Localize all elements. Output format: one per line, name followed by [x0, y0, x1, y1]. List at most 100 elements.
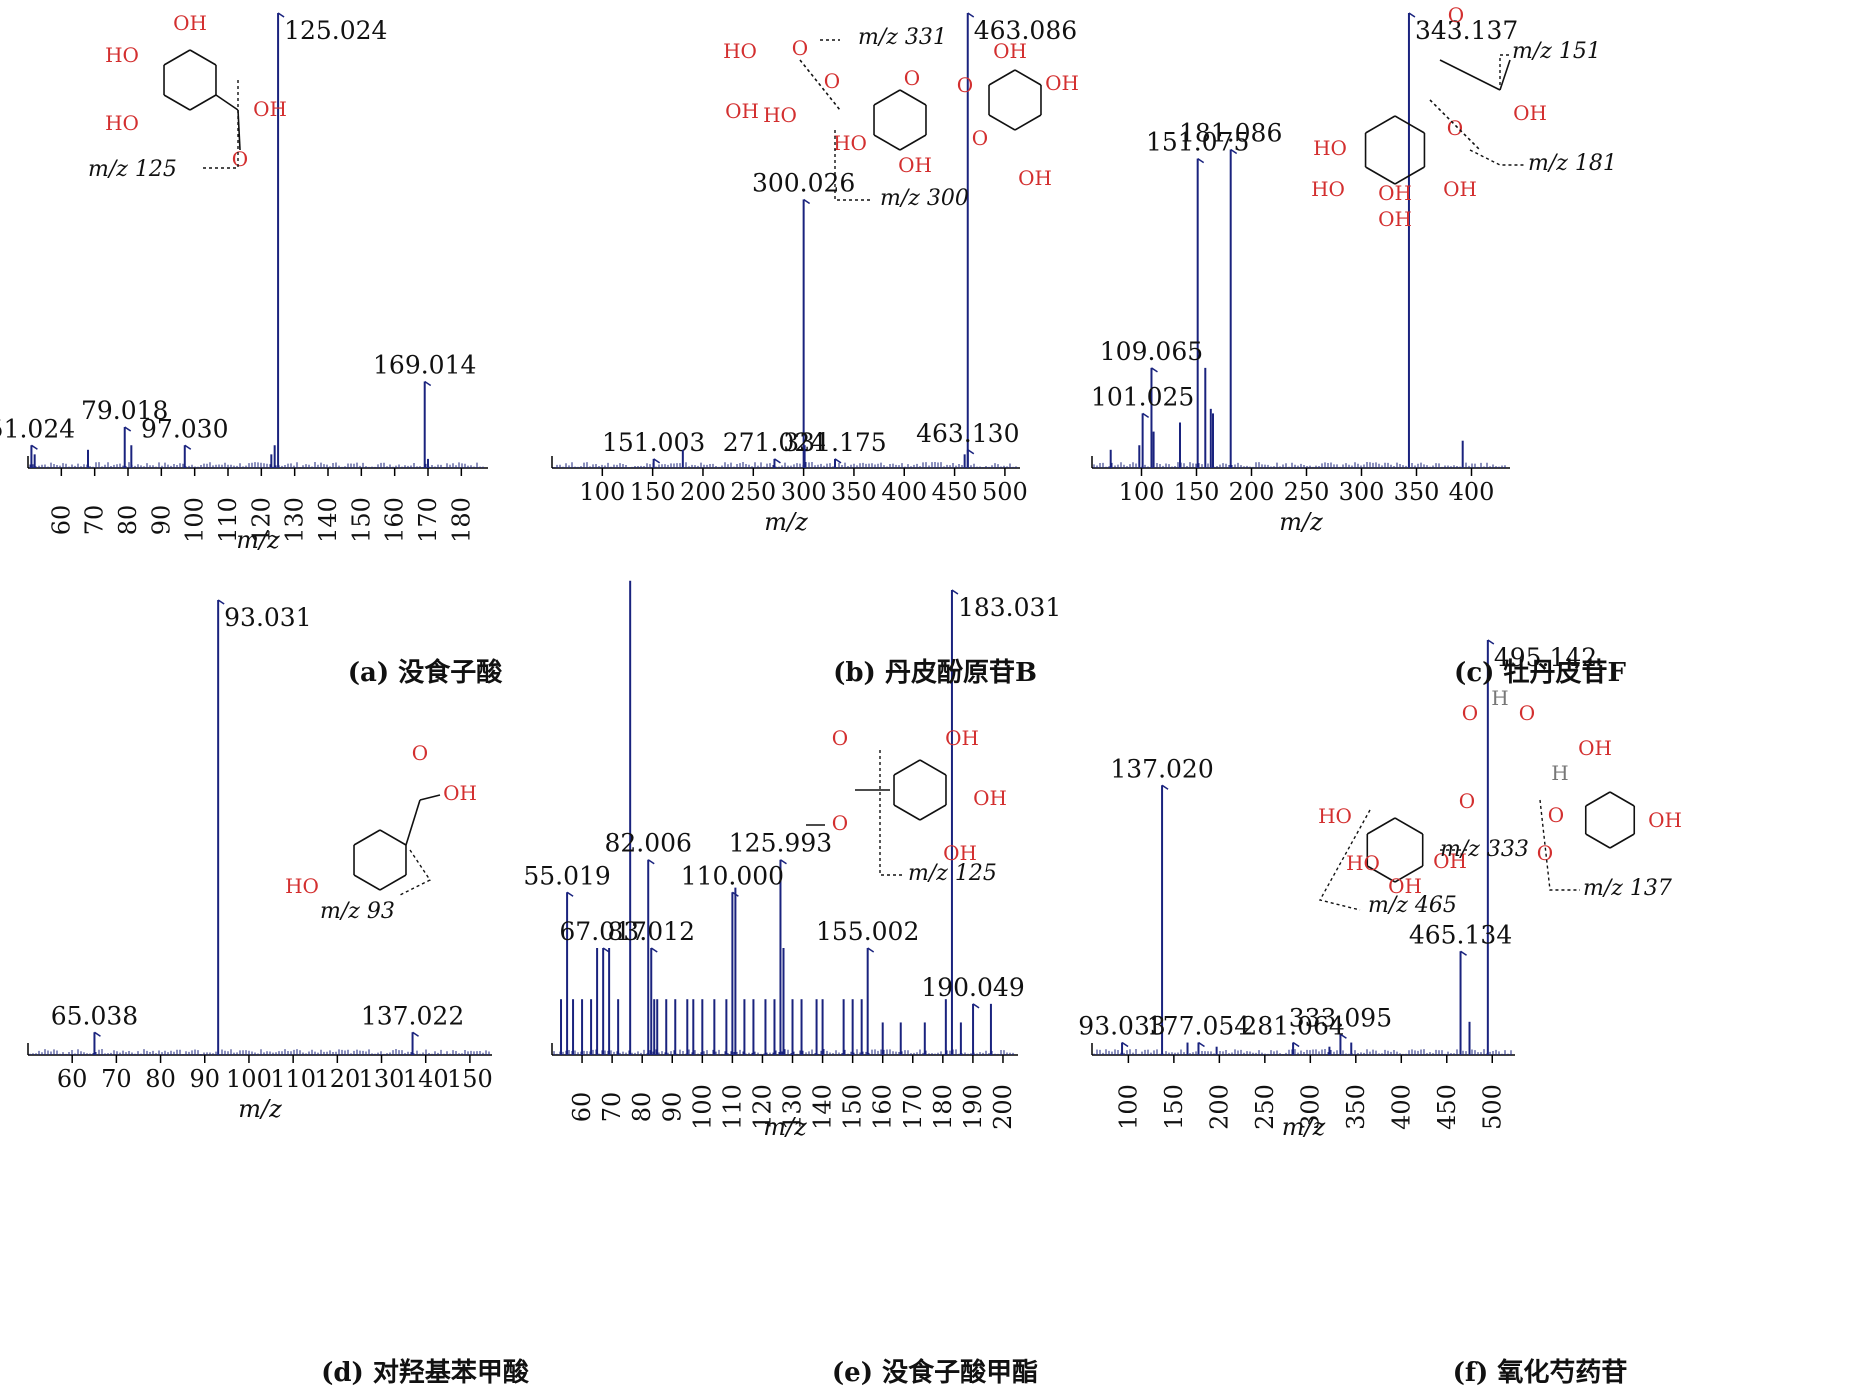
x-tick-label: 150: [839, 1084, 867, 1130]
peak-label: 465.134: [1409, 920, 1512, 949]
chem-bond: [988, 69, 1016, 86]
chem-bond: [1366, 865, 1396, 883]
peak-label: 300.026: [752, 169, 855, 198]
o-label: O: [1462, 701, 1478, 725]
x-tick-label: 140: [314, 497, 342, 543]
peak-label: 151.075: [1146, 128, 1249, 157]
x-tick-label: 400: [881, 478, 927, 506]
x-tick-label: 130: [281, 497, 309, 543]
x-tick-label: 150: [1160, 1084, 1188, 1130]
peak-label: 83.012: [608, 917, 695, 946]
peak-label: 151.003: [602, 428, 705, 457]
caption-f: (f) 氧化芍药苷: [1260, 1352, 1820, 1389]
peak-label: 463.086: [974, 16, 1077, 45]
x-axis-label: m/z: [1282, 1113, 1326, 1141]
ho-label: HO: [285, 874, 319, 898]
x-tick-label: 350: [1342, 1084, 1370, 1130]
chem-bond: [1014, 69, 1042, 86]
caption-c: (c) 牡丹皮苷F: [1260, 652, 1820, 689]
o-label: O: [832, 726, 848, 750]
o-label: O: [792, 36, 808, 60]
chem-bond: [899, 89, 927, 106]
peak-top-tick: [967, 449, 975, 455]
chem-bond: [873, 89, 901, 106]
caption-a-title: 没食子酸: [398, 658, 503, 688]
caption-c-title: 牡丹皮苷F: [1503, 658, 1626, 688]
x-tick-label: 200: [989, 1084, 1017, 1130]
x-tick-label: 110: [214, 497, 242, 543]
peak-top-tick: [650, 947, 658, 953]
chem-bond: [799, 59, 841, 111]
chem-bond: [893, 759, 921, 776]
chem-bond: [988, 114, 1016, 131]
fragment-arrow: [1318, 809, 1371, 911]
chem-bond: [189, 49, 217, 66]
ho-label: HO: [1318, 804, 1352, 828]
chem-bond: [1014, 114, 1042, 131]
chem-bond: [1394, 865, 1424, 883]
caption-f-label: (f): [1452, 1358, 1489, 1388]
x-tick-label: 70: [598, 1092, 626, 1123]
x-tick-label: 200: [1205, 1084, 1233, 1130]
x-axis-label: m/z: [238, 1095, 282, 1123]
x-tick-label: 120: [314, 1065, 360, 1093]
x-tick-label: 190: [959, 1084, 987, 1130]
peak-label: 183.031: [958, 593, 1061, 622]
peak-top-tick: [1198, 1041, 1205, 1048]
x-tick-label: 100: [181, 497, 209, 543]
caption-d: (d) 对羟基苯甲酸: [145, 1352, 705, 1389]
fragment-annotation: m/z 125: [88, 157, 177, 182]
peak-top-tick: [653, 458, 661, 464]
chem-bond: [163, 94, 191, 111]
peak-top-tick: [424, 380, 432, 387]
x-axis-label: m/z: [763, 1113, 807, 1141]
o-label: O: [1519, 701, 1535, 725]
oh-label: OH: [943, 841, 977, 865]
peak-top-tick: [1121, 1041, 1129, 1048]
peak-label: 109.065: [1100, 337, 1203, 366]
peak-label: 137.020: [1110, 754, 1213, 783]
x-tick-label: 60: [47, 505, 75, 536]
chem-bond: [893, 804, 921, 821]
chem-bond: [1609, 833, 1635, 849]
x-tick-label: 150: [630, 478, 676, 506]
oh-label: OH: [443, 781, 477, 805]
peak-label: 101.025: [1091, 382, 1194, 411]
peak-label: 155.002: [816, 917, 919, 946]
peak-top-tick: [1340, 1033, 1347, 1039]
peak-top-tick: [217, 599, 225, 605]
ho-label: HO: [1313, 136, 1347, 160]
o-label: O: [1537, 841, 1553, 865]
x-tick-label: 300: [1339, 478, 1385, 506]
ho-label: HO: [1346, 851, 1380, 875]
x-tick-label: 70: [81, 505, 109, 536]
x-tick-label: 150: [347, 497, 375, 543]
x-tick-label: 100: [1114, 1084, 1142, 1130]
x-tick-label: 80: [628, 1092, 656, 1123]
oh-label: OH: [1433, 849, 1467, 873]
peak-label: 82.006: [604, 829, 691, 858]
x-tick-label: 350: [1394, 478, 1440, 506]
fragment-annotation: m/z 125: [908, 861, 997, 886]
peak-top-tick: [1292, 1041, 1300, 1048]
chem-bond: [1439, 59, 1501, 91]
oh-label: OH: [1648, 808, 1682, 832]
chem-bond: [1499, 59, 1511, 91]
x-tick-label: 400: [1387, 1084, 1415, 1130]
oh-label: OH: [1378, 207, 1412, 231]
chem-bond: [873, 134, 901, 151]
peak-top-tick: [967, 12, 975, 18]
caption-b-title: 丹皮酚原苷B: [884, 658, 1037, 688]
baseline-noise: [1093, 462, 1506, 468]
oh-label: OH: [1513, 101, 1547, 125]
x-tick-label: 80: [145, 1065, 176, 1093]
peak-label: 79.018: [81, 396, 168, 425]
x-tick-label: 90: [658, 1092, 686, 1123]
